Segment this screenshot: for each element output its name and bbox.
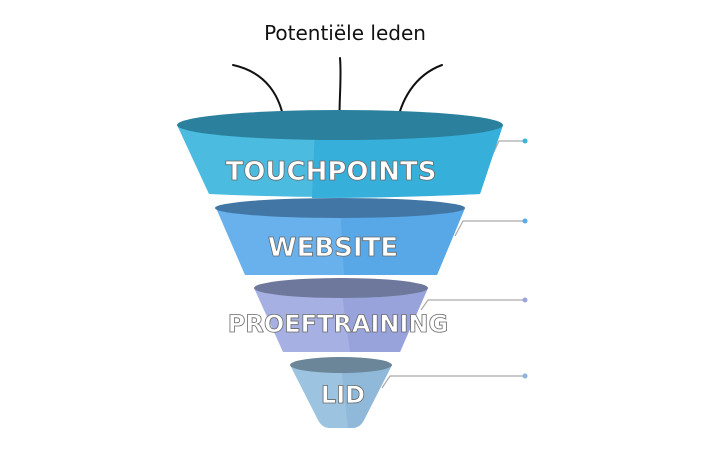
tier-label-lid: LID (321, 381, 365, 409)
callout-dot-2 (522, 218, 528, 224)
tier-label-touchpoints: TOUCHPOINTS (226, 157, 437, 187)
tier-shade (341, 365, 392, 428)
callout-dot-3 (522, 297, 528, 303)
tier-top (177, 110, 503, 140)
callout-dot-1 (522, 138, 528, 144)
funnel-tier-proeftraining: PROEFTRAINING (227, 278, 449, 352)
tier-shade (341, 288, 428, 352)
tier-shade (312, 125, 503, 198)
callout-line-2 (454, 220, 525, 237)
callout-line-4 (381, 375, 525, 389)
tier-label-proeftraining: PROEFTRAINING (228, 310, 448, 338)
diagram-title: Potentiële leden (264, 21, 426, 45)
tier-top (290, 357, 392, 373)
tier-label-website: WEBSITE (268, 233, 398, 263)
callout-line-3 (420, 299, 525, 311)
funnel-tier-website: WEBSITE (215, 198, 465, 275)
funnel-tier-touchpoints: TOUCHPOINTS (177, 110, 503, 198)
tier-top (254, 278, 428, 298)
funnel-tier-lid: LID (290, 357, 392, 428)
callout-dot-4 (522, 373, 528, 379)
tier-top (215, 198, 465, 218)
tier-shade (340, 208, 465, 275)
